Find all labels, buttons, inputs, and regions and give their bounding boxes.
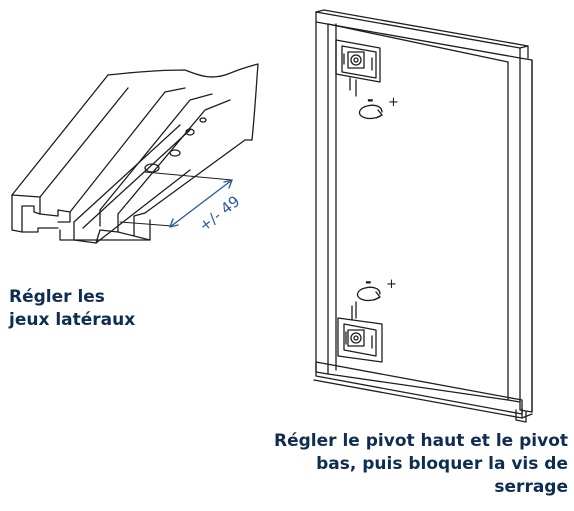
pivot-caption-line-3: serrage bbox=[494, 477, 568, 497]
screw-3 bbox=[185, 128, 195, 136]
rail-front-channel bbox=[21, 209, 71, 233]
bottom-adjust-minus-label: - bbox=[365, 272, 372, 291]
top-pivot-bracket bbox=[335, 39, 381, 97]
frame-bottom-bar bbox=[315, 361, 523, 415]
pivot-caption-line-2: bas, puis bloquer la vis de bbox=[316, 454, 568, 474]
rail-top-edge-1 bbox=[11, 74, 109, 196]
screw-1 bbox=[144, 163, 160, 173]
screw-4 bbox=[199, 117, 207, 123]
frame-inner-top bbox=[327, 23, 509, 63]
rail-inner-groove bbox=[73, 124, 181, 223]
lateral-play-caption-line-1: Régler les bbox=[9, 287, 105, 307]
frame-right-stile-face bbox=[527, 45, 533, 413]
rail-top-edge-2 bbox=[39, 87, 129, 198]
frame-inner-left bbox=[327, 373, 509, 401]
rail-bottom-edge bbox=[73, 169, 191, 244]
frame-right-stile-outer bbox=[519, 57, 533, 413]
bottom-adjust-plus-label: + bbox=[386, 277, 397, 292]
dimension-arrow bbox=[169, 179, 233, 228]
bottom-pivot-bracket bbox=[337, 301, 383, 363]
frame-bottom-foot bbox=[515, 409, 527, 423]
dimension-reference-line bbox=[144, 171, 233, 181]
frame-bottom-plate bbox=[313, 379, 533, 419]
top-adjust-plus-label: + bbox=[388, 95, 399, 110]
pivot-caption: Régler le pivot haut et le pivot bas, pu… bbox=[274, 430, 568, 499]
frame-left-stile bbox=[315, 21, 329, 375]
rail-top-edge-5 bbox=[117, 99, 231, 215]
adjust-rotation-icon-bottom bbox=[356, 286, 381, 302]
rail-top-edge-6 bbox=[144, 139, 253, 214]
rail-top-edge-3 bbox=[69, 87, 186, 213]
rail-front-lower bbox=[59, 209, 119, 244]
lateral-play-caption: Régler les jeux latéraux bbox=[9, 286, 135, 332]
frame-top-bar-depth bbox=[315, 9, 529, 49]
rail-front-section bbox=[11, 194, 41, 233]
rail-cut-edge bbox=[107, 63, 259, 141]
rail-top-edge-4 bbox=[99, 93, 213, 211]
top-adjust-minus-label: - bbox=[367, 90, 374, 109]
frame-right-stile-inner bbox=[507, 61, 521, 403]
screw-2 bbox=[169, 149, 181, 157]
pivot-caption-line-1: Régler le pivot haut et le pivot bbox=[274, 431, 568, 451]
lateral-play-caption-line-2: jeux latéraux bbox=[9, 310, 136, 330]
rail-front-right bbox=[117, 212, 151, 241]
frame-top-bar bbox=[315, 11, 521, 59]
adjust-rotation-icon-top bbox=[358, 104, 383, 120]
door-frame bbox=[313, 9, 533, 423]
dimension-label: +/- 49 bbox=[195, 192, 243, 235]
rail-inner-groove-2 bbox=[82, 129, 191, 229]
rail-profile bbox=[11, 63, 259, 244]
dimension-reference-line-2 bbox=[119, 221, 173, 227]
